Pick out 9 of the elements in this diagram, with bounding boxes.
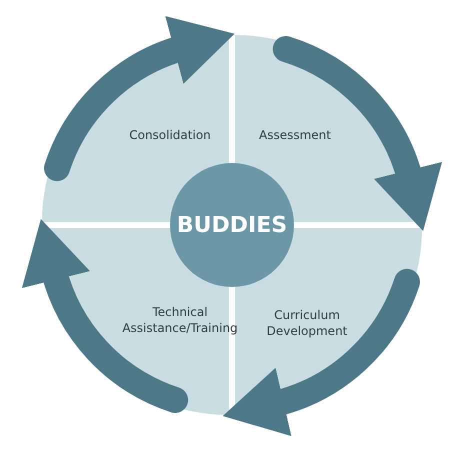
curved-arrow	[23, 220, 188, 413]
curved-arrow	[44, 17, 234, 182]
segment-label: Consolidation	[128, 126, 212, 144]
segment-label: Curriculum Development	[266, 306, 348, 340]
segment-label: Assessment	[258, 126, 332, 144]
segment-label: Technical Assistance/Training	[121, 304, 239, 336]
curved-arrow	[224, 268, 420, 435]
center-label: BUDDIES	[176, 212, 288, 238]
curved-arrow	[272, 36, 441, 230]
